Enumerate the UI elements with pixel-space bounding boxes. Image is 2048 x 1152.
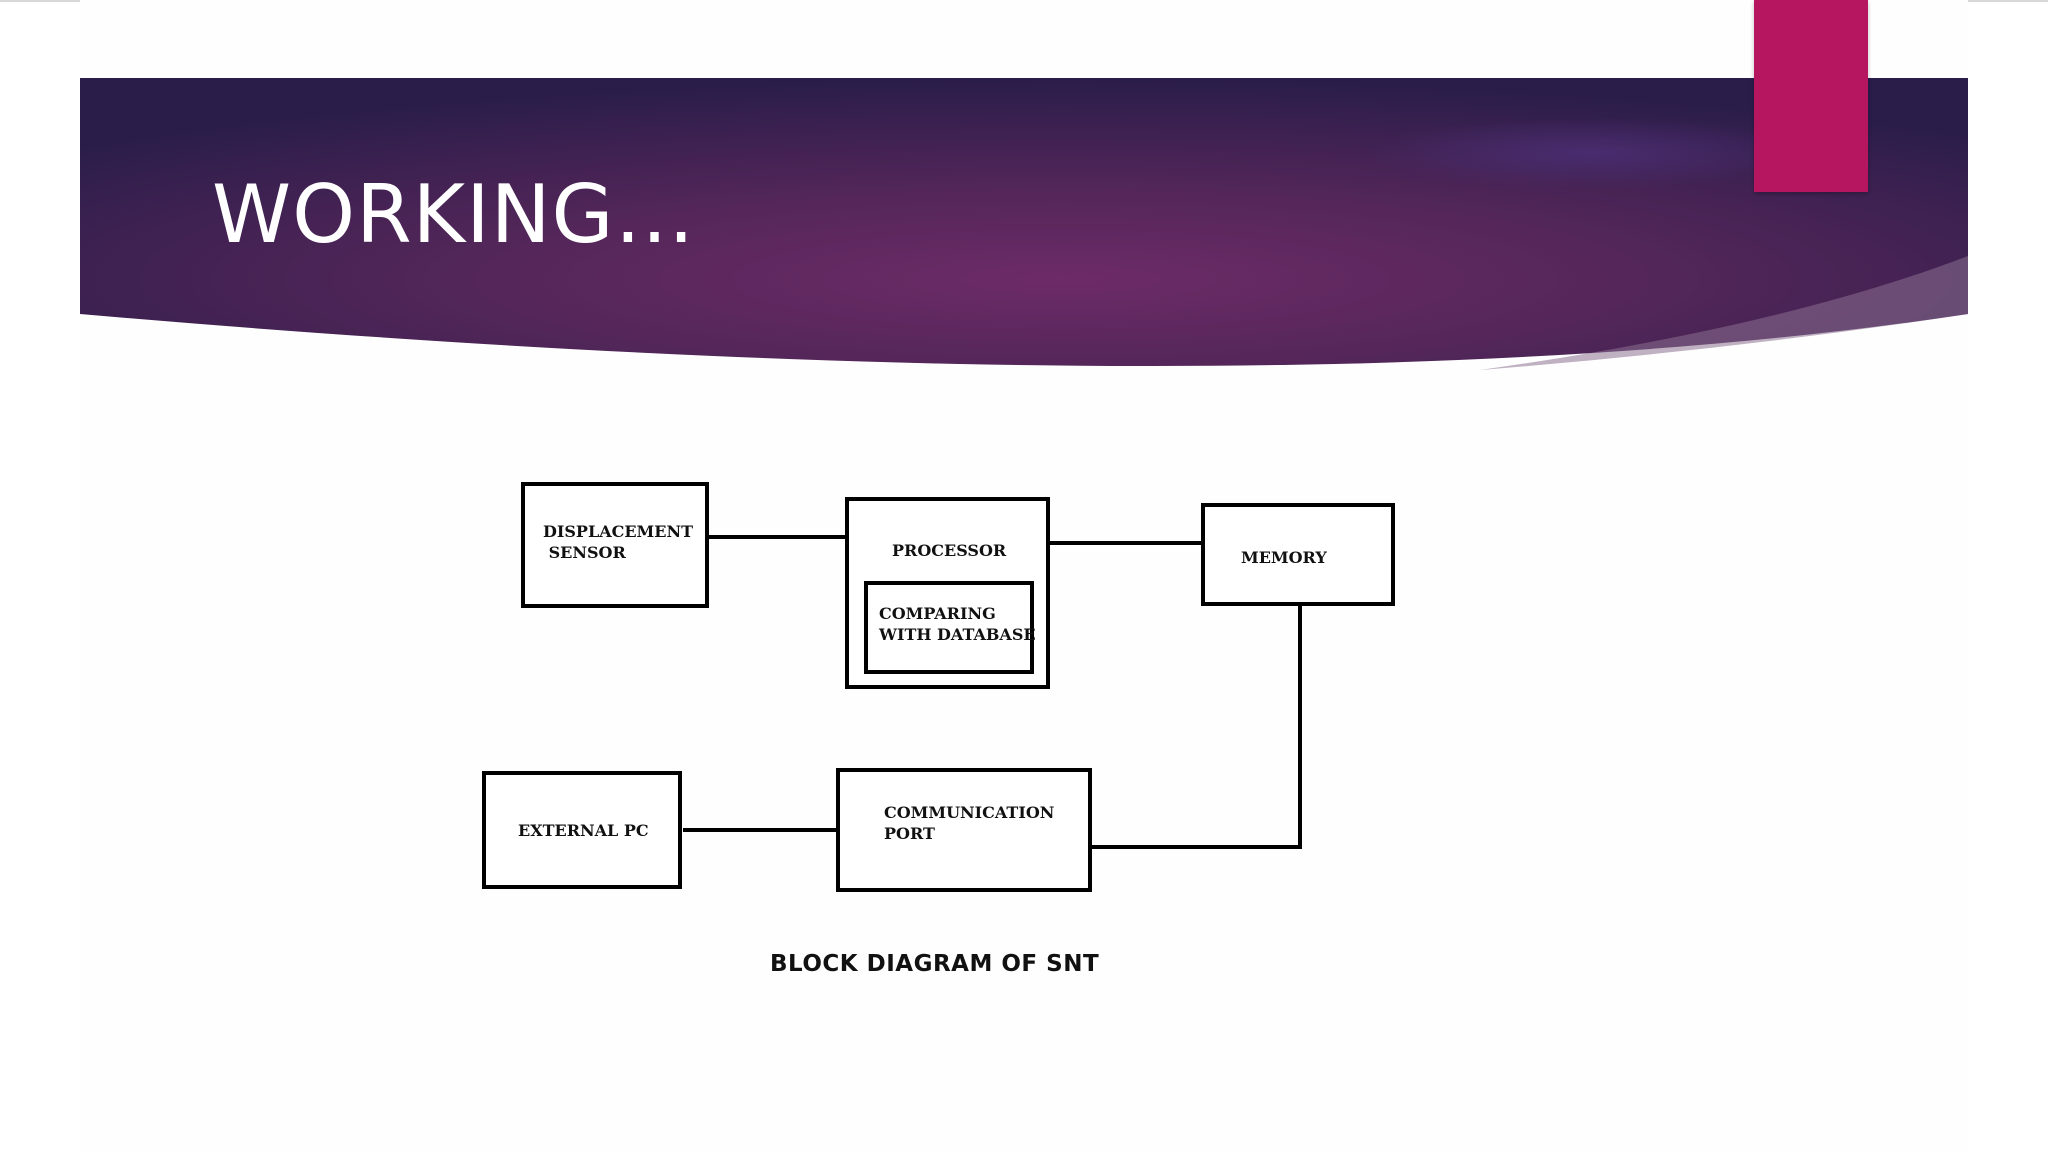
memory-label: MEMORY (1241, 548, 1327, 567)
diagram-caption: BLOCK DIAGRAM OF SNT (770, 951, 1100, 977)
slide-title: WORKING… (212, 168, 696, 261)
memory-block (1201, 503, 1395, 606)
communication-port-label: COMMUNICATION PORT (884, 803, 1055, 843)
displacement-sensor-label: DISPLACEMENT SENSOR (543, 522, 693, 562)
processor-label: PROCESSOR (892, 541, 1007, 560)
accent-tab (1754, 0, 1868, 192)
external-pc-block (482, 771, 682, 889)
external-pc-label: EXTERNAL PC (518, 821, 649, 840)
comparing-database-label: COMPARING WITH DATABASE (879, 604, 1036, 644)
communication-port-block (836, 768, 1092, 892)
displacement-sensor-block (521, 482, 709, 608)
comparing-database-block (864, 581, 1034, 674)
title-banner (80, 78, 1968, 378)
